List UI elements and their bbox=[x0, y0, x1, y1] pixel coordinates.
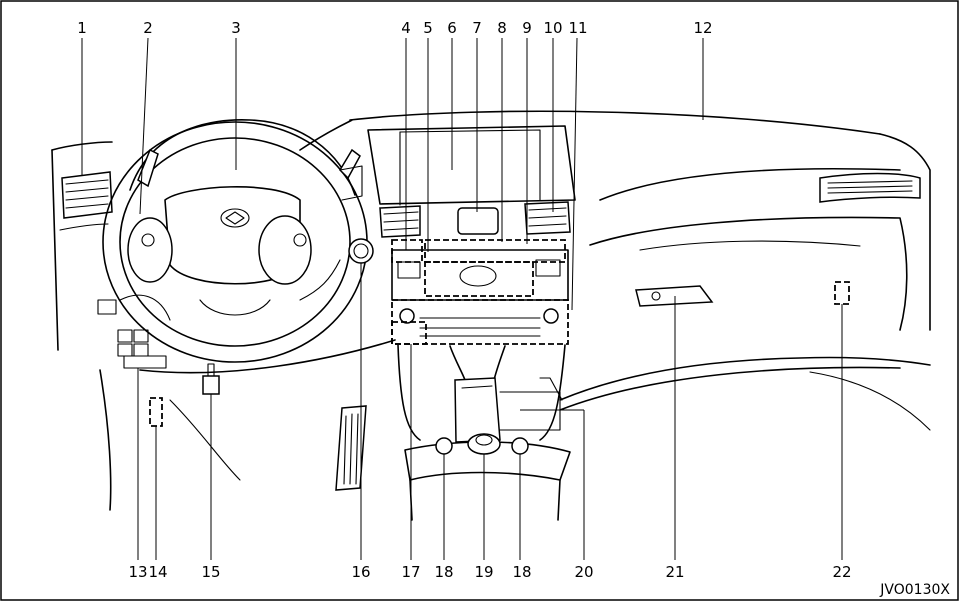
callout-3: 3 bbox=[231, 19, 241, 37]
callout-2: 2 bbox=[143, 19, 153, 37]
dashboard-illustration bbox=[51, 110, 931, 521]
callout-8: 8 bbox=[497, 19, 507, 37]
callout-7: 7 bbox=[472, 19, 482, 37]
figure-code: JVO0130X bbox=[879, 582, 950, 598]
callout-18-right: 18 bbox=[512, 563, 531, 581]
callout-16: 16 bbox=[351, 563, 370, 581]
callout-20: 20 bbox=[574, 563, 593, 581]
leader-lines bbox=[81, 37, 843, 560]
callout-21: 21 bbox=[665, 563, 684, 581]
callout-4: 4 bbox=[401, 19, 411, 37]
callout-22: 22 bbox=[832, 563, 851, 581]
callout-9: 9 bbox=[522, 19, 532, 37]
callout-19: 19 bbox=[474, 563, 493, 581]
callout-13: 13 bbox=[128, 563, 147, 581]
callout-18-left: 18 bbox=[434, 563, 453, 581]
callout-15: 15 bbox=[201, 563, 220, 581]
callout-10: 10 bbox=[543, 19, 562, 37]
callout-14: 14 bbox=[148, 563, 167, 581]
callout-6: 6 bbox=[447, 19, 457, 37]
callout-1: 1 bbox=[77, 19, 87, 37]
callout-12: 12 bbox=[693, 19, 712, 37]
callout-17: 17 bbox=[401, 563, 420, 581]
callout-11: 11 bbox=[568, 19, 587, 37]
callout-labels: 1 2 3 4 5 6 7 8 9 10 11 12 13 14 15 16 1… bbox=[77, 19, 950, 598]
callout-5: 5 bbox=[423, 19, 433, 37]
